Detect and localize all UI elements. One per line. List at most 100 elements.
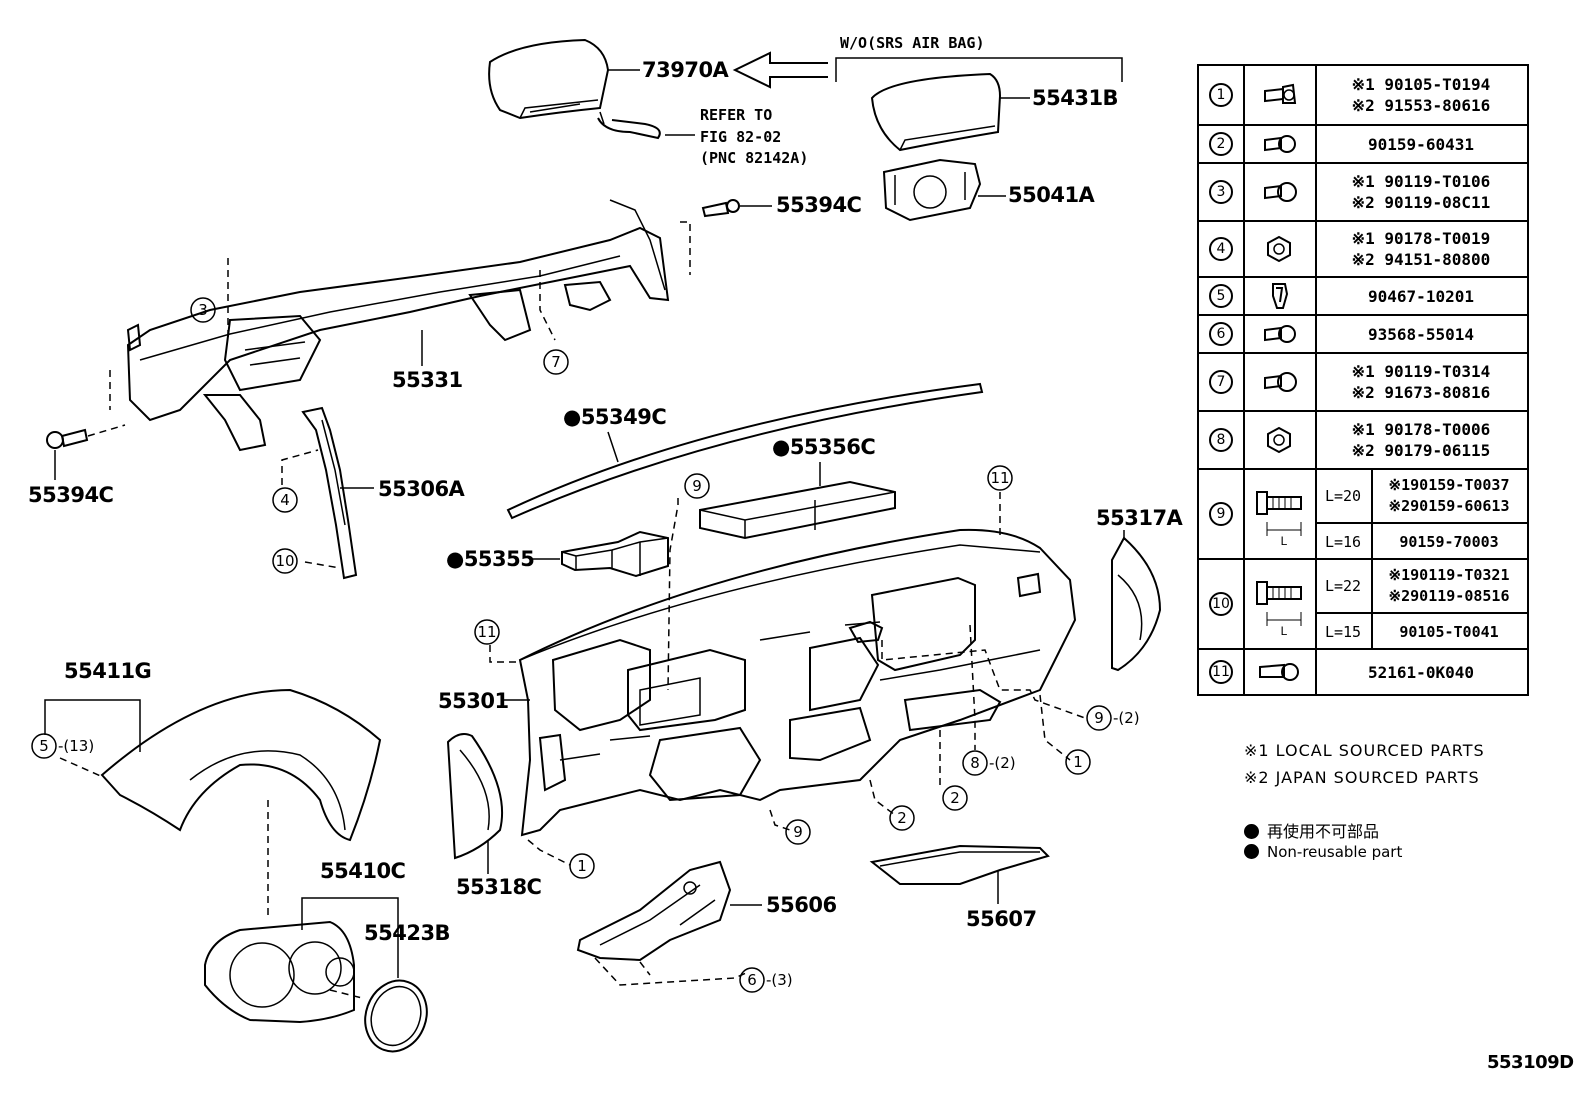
nut-icon [1243, 222, 1317, 276]
svg-text:1: 1 [577, 857, 587, 875]
sub-row: L=15 90105-T0041 [1315, 614, 1527, 650]
under-cover-55607 [869, 844, 1050, 885]
part-number: ※190119-T0321 [1388, 566, 1510, 584]
table-row: 7 ※1 90119-T0314※2 91673-80816 [1199, 354, 1527, 412]
callout-9-bottom: 9 [785, 819, 811, 845]
legend-nonreusable-jp: 再使用不可部品 [1244, 818, 1379, 842]
callout-1-right: 1 [1065, 749, 1091, 775]
bullet-icon [1244, 824, 1259, 839]
table-row: 9 L L=20 ※190159-T0037※290159-60613 L=16… [1199, 470, 1527, 560]
svg-text:3: 3 [198, 301, 208, 319]
label-55410C: 55410C [320, 859, 406, 883]
fastener-table: 1 ※1 90105-T0194※2 91553-80616 2 90159-6… [1197, 64, 1529, 696]
refer-line1: REFER TO [700, 106, 772, 124]
clip-icon [1243, 278, 1317, 314]
callout-2-a: 2 [942, 785, 968, 811]
part-number: ※2 91673-80816 [1351, 383, 1491, 402]
table-row: 1 ※1 90105-T0194※2 91553-80616 [1199, 66, 1527, 126]
label-55431B: 55431B [1032, 86, 1118, 110]
label-55411G: 55411G [64, 659, 151, 683]
row-number: 1 [1209, 83, 1233, 107]
label-55318C: 55318C [456, 875, 542, 899]
nonreusable-jp-text: 再使用不可部品 [1267, 822, 1380, 841]
svg-text:L: L [1281, 624, 1288, 636]
part-number: ※290119-08516 [1388, 587, 1510, 605]
row-number: 10 [1209, 592, 1233, 616]
svg-text:8: 8 [970, 754, 980, 772]
row-number: 5 [1209, 284, 1233, 308]
svg-text:7: 7 [551, 353, 561, 371]
pad-55356C [699, 480, 896, 540]
part-number: ※190159-T0037 [1388, 476, 1510, 494]
part-number: 93568-55014 [1368, 324, 1474, 344]
label-55394C-top: 55394C [776, 193, 862, 217]
instrument-panel-55301 [518, 528, 1077, 837]
bolt-icon [1243, 66, 1317, 124]
part-number: ※1 90119-T0106 [1351, 172, 1491, 191]
label-55317A: 55317A [1096, 506, 1184, 530]
table-row: 2 90159-60431 [1199, 126, 1527, 164]
figure-id: 553109D [1487, 1052, 1574, 1073]
row-number: 6 [1209, 322, 1233, 346]
label-55301: 55301 [438, 689, 509, 713]
label-55394C-left: 55394C [28, 483, 114, 507]
callout-4: 4 [272, 487, 298, 513]
side-panel-55318C [446, 733, 504, 860]
flange-bolt-icon: L [1243, 470, 1317, 558]
svg-text:6: 6 [747, 971, 757, 989]
callout-11-left: 11 [474, 619, 500, 645]
pad-55355 [561, 530, 669, 578]
part-number: ※1 90178-T0019 [1351, 229, 1491, 248]
wo-airbag-label: W/O(SRS AIR BAG) [840, 34, 985, 52]
combination-meter-55410C [204, 920, 355, 1024]
sub-row: L=22 ※190119-T0321※290119-08516 [1315, 560, 1527, 614]
bolt-icon [1243, 354, 1317, 410]
instrument-panel-reinforcement-55331 [126, 199, 670, 452]
label-55349C: ●55349C [563, 405, 666, 429]
row-number: 3 [1209, 180, 1233, 204]
label-55331: 55331 [392, 368, 463, 392]
push-clip-icon [1243, 650, 1317, 694]
refer-line3: (PNC 82142A) [700, 149, 808, 167]
svg-text:-(3): -(3) [766, 971, 793, 989]
arrow-icon [732, 51, 828, 89]
svg-text:-(13): -(13) [58, 737, 94, 755]
meter-hood-55411G [100, 688, 382, 842]
duct-55606 [576, 860, 732, 962]
row-number: 9 [1209, 502, 1233, 526]
row-number: 11 [1209, 660, 1233, 684]
part-number: ※2 90119-08C11 [1351, 193, 1491, 212]
length-label: L=16 [1315, 524, 1373, 560]
nut-icon [1243, 412, 1317, 468]
table-row: 10 L L=22 ※190119-T0321※290119-08516 L=1… [1199, 560, 1527, 650]
svg-text:11: 11 [477, 623, 496, 641]
label-73970A: 73970A [642, 58, 730, 82]
svg-text:2: 2 [897, 809, 907, 827]
svg-text:11: 11 [990, 469, 1009, 487]
callout-10: 10 [272, 548, 298, 574]
part-number: ※2 94151-80800 [1351, 250, 1491, 269]
part-number: 52161-0K040 [1368, 662, 1474, 682]
label-55607: 55607 [966, 907, 1037, 931]
label-55423B: 55423B [364, 921, 450, 945]
callout-9-top: 9 [684, 473, 710, 499]
svg-text:L: L [1281, 534, 1288, 546]
bolt-55394C-top [701, 199, 740, 218]
table-row: 3 ※1 90119-T0106 ※2 90119-08C11 [1199, 164, 1527, 222]
svg-text:9: 9 [1094, 709, 1104, 727]
callout-5: 5 -(13) [31, 733, 94, 759]
legend-japan-sourced: ※2 JAPAN SOURCED PARTS [1244, 768, 1480, 787]
label-55355: ●55355 [446, 547, 534, 571]
bracket-55041A [882, 158, 982, 222]
legend-nonreusable-en: Non-reusable part [1244, 843, 1402, 861]
svg-text:-(2): -(2) [1113, 709, 1140, 727]
label-55606: 55606 [766, 893, 837, 917]
bolt-55394C-left [46, 428, 89, 449]
sub-row: L=20 ※190159-T0037※290159-60613 [1315, 470, 1527, 524]
part-number: 90467-10201 [1368, 286, 1474, 306]
bolt-icon [1243, 126, 1317, 162]
callout-3: 3 [190, 297, 216, 323]
label-55306A: 55306A [378, 477, 466, 501]
part-number: ※1 90105-T0194 [1351, 75, 1491, 94]
